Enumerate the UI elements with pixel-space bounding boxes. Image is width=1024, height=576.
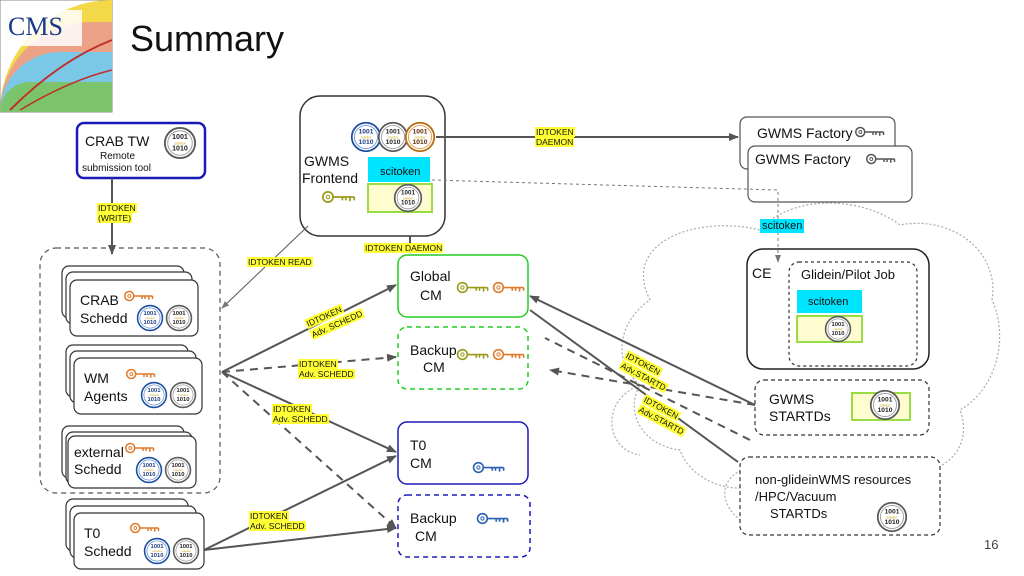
backup-cm-2-label-1: Backup (410, 510, 457, 526)
crab-schedd-label-1: CRAB (80, 292, 119, 308)
wm-agents-stack (65, 344, 203, 415)
t0-schedd-label-1: T0 (84, 525, 101, 541)
wm-agents-label-2: Agents (84, 388, 128, 404)
frontend-label-1: GWMS (304, 153, 350, 169)
crab-tw-subtitle-1: Remote (100, 151, 136, 162)
cms-logo-icon (0, 0, 113, 113)
backup-cm-2-box (397, 494, 531, 558)
crab-schedd-stack (61, 265, 199, 337)
edge-write-label-2: (WRITE) (97, 213, 133, 223)
edge-adv-backup-label-1: IDTOKEN (298, 359, 338, 369)
gwms-startds-label-2: STARTDs (769, 408, 831, 424)
factory-label: GWMS Factory (755, 151, 851, 167)
page-number: 16 (984, 537, 999, 552)
gwms-startds-label-1: GWMS (769, 391, 815, 407)
external-schedd-label-2: Schedd (74, 461, 122, 477)
edge-adv-t0-bottom-label-2: Adv. SCHEDD (249, 521, 306, 531)
edge-frontend-factory-label-1: IDTOKEN (535, 127, 575, 137)
edge-adv-t0-bottom-label-1: IDTOKEN (249, 511, 289, 521)
non-glidein-label-1: non-glideinWMS resources (755, 472, 912, 487)
backup-cm-1-label-1: Backup (410, 342, 457, 358)
non-glidein-label-3: STARTDs (770, 506, 828, 521)
glidein-scitoken: scitoken (808, 296, 849, 308)
edge-adv-backup-label-2: Adv. SCHEDD (298, 369, 355, 379)
backup-cm-1-box (397, 326, 529, 390)
crab-schedd-label-2: Schedd (80, 310, 128, 326)
global-cm-label-1: Global (410, 268, 451, 284)
ce-label: CE (752, 265, 772, 281)
non-glidein-label-2: /HPC/Vacuum (755, 489, 837, 504)
gwms-factory-box (747, 145, 913, 203)
t0-schedd-stack (65, 498, 205, 570)
backup-cm-2-label-2: CM (415, 528, 437, 544)
external-schedd-label-1: external (74, 444, 124, 460)
edge-adv-t0-label-2: Adv. SCHEDD (272, 414, 329, 424)
schedds-group (39, 247, 221, 494)
wm-agents-label-1: WM (84, 370, 109, 386)
edge-daemon-label: IDTOKEN DAEMON (364, 243, 444, 253)
edge-adv-t0-label-1: IDTOKEN (272, 404, 312, 414)
glidein-box (788, 261, 918, 367)
global-cm-label-2: CM (420, 287, 442, 303)
grid-scitoken: scitoken (760, 219, 805, 233)
page-title: Summary (130, 18, 285, 59)
glidein-label: Glidein/Pilot Job (801, 267, 895, 282)
edge-write-label-1: IDTOKEN (97, 203, 137, 213)
factory-label-back: GWMS Factory (757, 125, 853, 141)
cms-logo-text: CMS (8, 12, 63, 41)
crab-tw-title: CRAB TW (85, 133, 150, 149)
external-schedd-stack (61, 425, 197, 489)
t0-schedd-label-2: Schedd (84, 543, 132, 559)
edge-read-label: IDTOKEN READ (247, 257, 313, 267)
crab-tw-subtitle-2: submission tool (82, 163, 151, 174)
backup-cm-1-label-2: CM (423, 359, 445, 375)
frontend-label-2: Frontend (302, 170, 359, 186)
frontend-scitoken: scitoken (380, 166, 421, 178)
edge-frontend-factory-label-2: DAEMON (535, 137, 575, 147)
t0-cm-label-2: CM (410, 455, 432, 471)
t0-cm-label-1: T0 (410, 437, 427, 453)
